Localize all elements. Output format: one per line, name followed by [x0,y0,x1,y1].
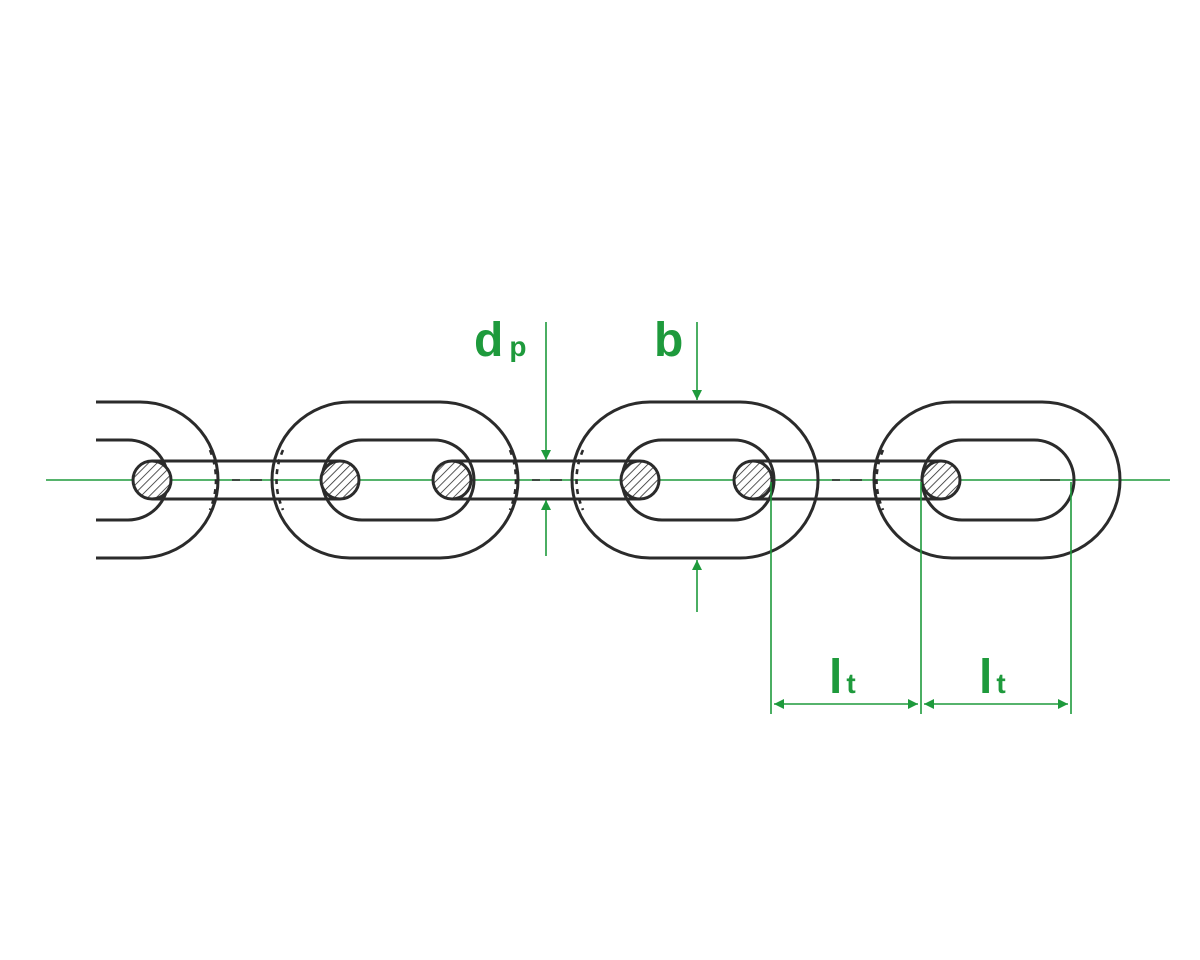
dim-lt-1-symbol: l [829,651,842,704]
dim-lt-extension-lines [770,482,1072,714]
hidden-outlines [208,449,885,511]
wire-section [131,459,173,501]
wire-section [732,459,774,501]
dim-dp-subscript: p [509,331,526,362]
dim-dp-symbol: d [474,314,503,367]
wire-sections [131,459,962,501]
wire-section [431,459,473,501]
link-6 [753,459,941,501]
link-4 [452,459,640,501]
wire-section [920,459,962,501]
wire-section [319,459,361,501]
link-2 [152,459,340,501]
wire-section [619,459,661,501]
dim-lt-2-subscript: t [996,668,1005,699]
dim-b-label: b [654,314,683,367]
dim-lt-1-subscript: t [846,668,855,699]
dim-lt-2-symbol: l [979,651,992,704]
